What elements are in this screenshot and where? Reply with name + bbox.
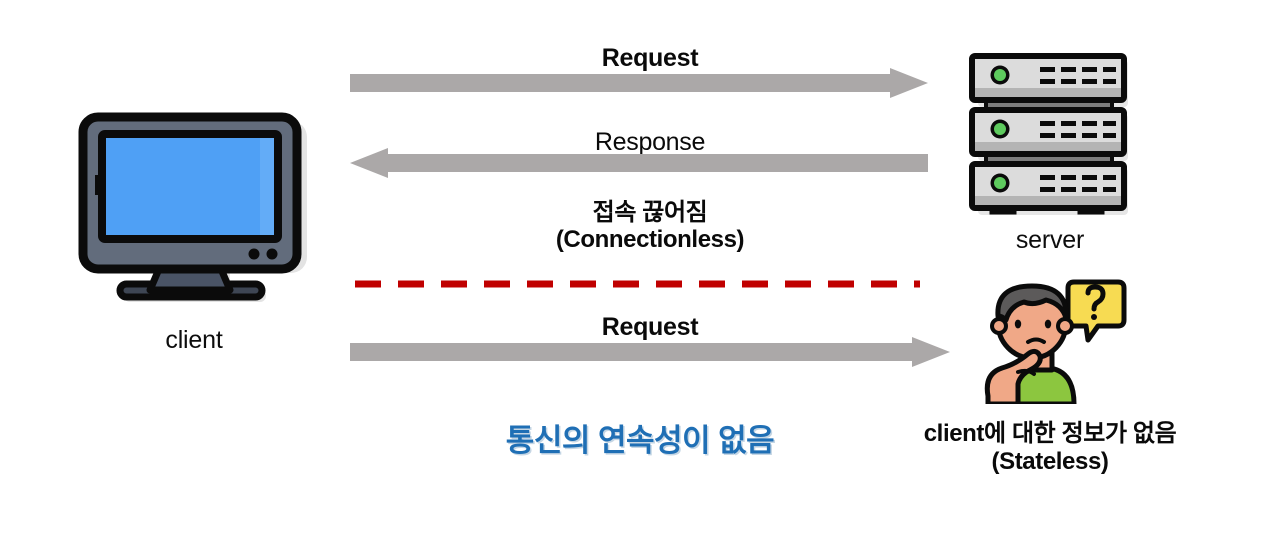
arrow-request-2 xyxy=(350,337,950,380)
disconnect-label: 접속 끊어짐 (Connectionless) xyxy=(470,199,830,254)
disconnect-label-ko: 접속 끊어짐 xyxy=(592,199,708,226)
disconnect-dashed-line xyxy=(355,275,920,288)
message-label-response-1: Response xyxy=(594,128,706,156)
client-monitor-icon xyxy=(78,112,310,312)
person-thinking-icon xyxy=(966,276,1131,409)
no-continuity-caption: 통신의 연속성이 없음 xyxy=(505,423,775,458)
arrow-response-1 xyxy=(350,148,928,191)
server-rack-icon xyxy=(962,50,1137,227)
client-label: client xyxy=(165,326,223,354)
stateless-caption: client에 대한 정보가 없음 (Stateless) xyxy=(878,420,1222,477)
stateless-caption-en: (Stateless) xyxy=(991,448,1109,476)
server-label: server xyxy=(1015,226,1085,254)
message-label-request-2: Request xyxy=(601,313,699,341)
stateless-caption-ko: client에 대한 정보가 없음 xyxy=(923,420,1177,447)
message-label-request-1: Request xyxy=(601,44,699,72)
disconnect-label-en: (Connectionless) xyxy=(555,225,745,253)
arrow-request-1 xyxy=(350,68,928,111)
